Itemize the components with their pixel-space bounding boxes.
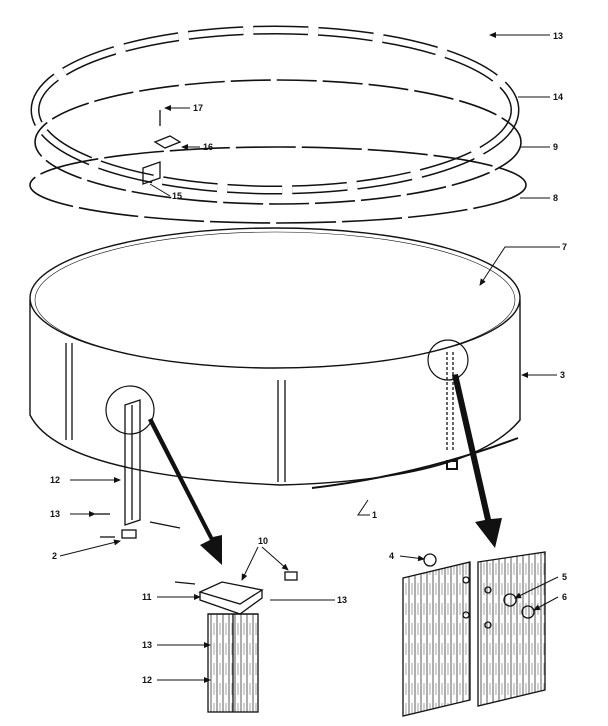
callout-8: 8	[553, 193, 558, 203]
callout-4: 4	[389, 551, 394, 561]
pool-wall	[29, 227, 521, 486]
callout-17: 17	[193, 103, 203, 113]
post-detail-left	[174, 571, 298, 713]
callout-5: 5	[562, 572, 567, 582]
callout-13-detail-right: 13	[337, 595, 347, 605]
wall-joint-detail	[402, 551, 546, 717]
callout-12-mid: 12	[50, 475, 60, 485]
callout-13-top: 13	[553, 31, 563, 41]
wall-uprights	[65, 343, 454, 482]
callout-12-bottom: 12	[142, 675, 152, 685]
callout-3: 3	[560, 370, 565, 380]
detail-circles	[105, 339, 469, 435]
callout-15: 15	[172, 191, 182, 201]
callout-11: 11	[142, 592, 152, 602]
callout-13-detail-left: 13	[142, 640, 152, 650]
callout-9: 9	[553, 142, 558, 152]
callout-10: 10	[258, 536, 268, 546]
detail-pointer-arrows	[148, 374, 502, 565]
callout-14: 14	[553, 92, 563, 102]
callout-2: 2	[52, 551, 57, 561]
callout-16: 16	[203, 142, 213, 152]
top-rail	[30, 25, 520, 195]
leader-lines	[59, 32, 560, 683]
liner-ring	[29, 146, 527, 224]
callout-1: 1	[372, 510, 377, 520]
left-upright-assembly	[95, 399, 181, 539]
callout-7: 7	[562, 242, 567, 252]
callout-13-mid: 13	[50, 509, 60, 519]
callout-labels: 13 14 9 8 7 3 17 16 15 1 12 13 2 10 11 1…	[50, 31, 567, 685]
bottom-track	[311, 437, 519, 489]
callout-6: 6	[562, 592, 567, 602]
top-connector	[142, 110, 182, 185]
top-ring	[34, 79, 522, 205]
